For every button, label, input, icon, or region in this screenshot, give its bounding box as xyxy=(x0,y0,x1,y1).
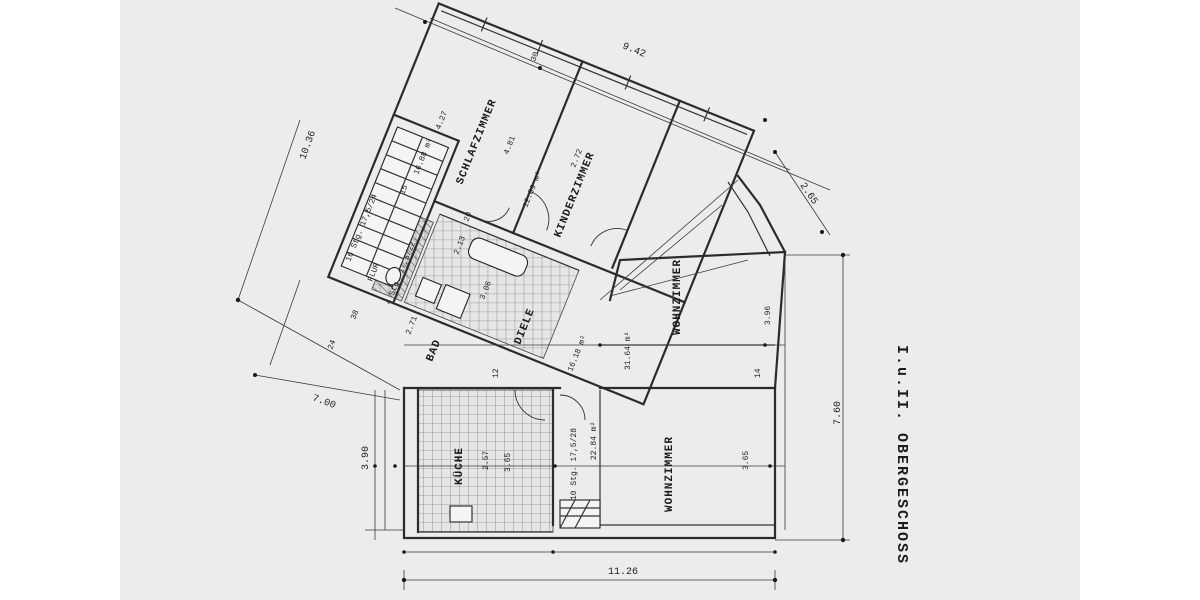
kitchen-counter xyxy=(449,505,473,523)
mark-0: 30 xyxy=(529,51,541,63)
dim-left-height-b: 3.90 xyxy=(361,446,372,470)
dim-wohnzimmer-upper: 3.96 xyxy=(764,306,773,325)
mark-3: 15 xyxy=(398,184,410,196)
stair-lower xyxy=(559,499,601,529)
dim-kuche-a: 3.65 xyxy=(504,453,513,472)
mark-6: 14 xyxy=(754,368,763,378)
drawing-title: I.u.II. OBERGESCHOSS xyxy=(893,345,910,565)
mark-5: 38 xyxy=(349,309,361,321)
washbasin xyxy=(414,276,443,305)
dim-kuche-b: 2.57 xyxy=(482,451,491,470)
living-upper-walls xyxy=(608,250,787,390)
stair-note-3: 10 Stg. 17,5/28 xyxy=(570,428,579,500)
area-wohnzimmer-upper: 31.64 m² xyxy=(624,332,633,370)
area-lower: 22.84 m² xyxy=(590,422,599,460)
dim-bottom-width: 11.26 xyxy=(608,567,638,578)
kitchen-tiles xyxy=(417,389,554,533)
bay-window xyxy=(736,174,787,254)
room-label-wohnzimmer-lower: WOHNZIMMER xyxy=(664,436,676,512)
shower xyxy=(435,283,471,320)
rotated-upper-block xyxy=(326,1,756,406)
toilet xyxy=(385,266,402,286)
room-label-wohnzimmer-upper: WOHNZIMMER xyxy=(672,259,684,335)
mark-2: 12 xyxy=(492,368,501,378)
dim-right-height: 7.60 xyxy=(833,401,844,425)
dimension-lines xyxy=(235,7,850,590)
lower-block-walls xyxy=(402,386,777,540)
room-label-kuche: KÜCHE xyxy=(453,447,466,485)
mark-1: 20 xyxy=(462,211,474,223)
mark-4: 24 xyxy=(326,339,338,351)
bathtub xyxy=(467,237,529,277)
dim-wohnzimmer-lower: 3.65 xyxy=(742,451,751,470)
